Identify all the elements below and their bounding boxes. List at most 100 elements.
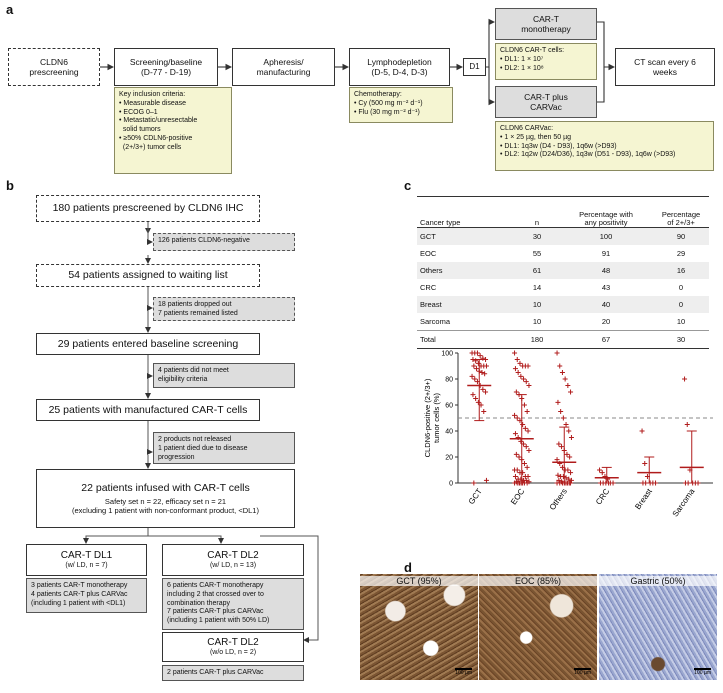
data-point [568, 477, 574, 483]
data-point [568, 389, 574, 395]
x-tick-label: Others [548, 487, 569, 512]
data-point [560, 415, 566, 421]
cell: 30 [515, 227, 559, 245]
data-point [473, 396, 479, 401]
ihc-label: EOC (85%) [479, 576, 597, 586]
data-point [474, 350, 480, 356]
data-point [554, 457, 560, 463]
data-point [682, 376, 688, 382]
data-point [566, 428, 572, 434]
data-point [475, 360, 481, 366]
x-tick-label: CRC [594, 487, 611, 507]
consort-note-not-released: 2 products not released 1 patient died d… [153, 432, 295, 464]
data-point [526, 448, 532, 453]
cell: CRC [420, 283, 437, 292]
car-t-cells-note: CLDN6 CAR-T cells: • DL1: 1 × 10⁷ • DL2:… [495, 43, 597, 80]
chemo-item: • Flu (30 mg m⁻² d⁻¹) [354, 108, 420, 116]
data-point [516, 454, 522, 460]
data-point [554, 350, 560, 356]
prescreening-box: CLDN6 prescreening [8, 48, 100, 86]
ihc-image-gct: GCT (95%) 100 µm [360, 574, 478, 680]
cell: 91 [601, 249, 611, 258]
data-point [562, 376, 568, 382]
cell: 43 [601, 283, 611, 292]
car-t-monotherapy-box: CAR-T monotherapy [495, 8, 597, 40]
data-point [525, 474, 531, 479]
dl2-title: CAR-T DL2 [207, 549, 259, 561]
carvac-note: CLDN6 CARVac: • 1 × 25 µg, then 50 µg • … [495, 121, 714, 171]
table-header: Percentage of 2+/3+ [653, 196, 709, 228]
y-axis-label: tumor cells (%) [432, 392, 441, 443]
data-point [564, 451, 570, 457]
cell: 67 [559, 330, 653, 349]
lymphodepletion-box: Lymphodepletion (D-5, D-4, D-3) [349, 48, 450, 86]
data-point [684, 422, 690, 427]
consort-step-infused: 22 patients infused with CAR-T cells Saf… [36, 469, 295, 528]
data-point [472, 376, 478, 382]
panel-label-b: b [6, 178, 14, 193]
cell: 100 [559, 227, 653, 245]
data-point [523, 477, 529, 483]
dl2-box: CAR-T DL2 (w/ LD, n = 13) [162, 544, 304, 576]
data-point [483, 477, 489, 483]
data-point [522, 425, 528, 431]
data-point [475, 399, 481, 405]
carvac-title: CLDN6 CARVac: [500, 125, 554, 132]
data-point [471, 363, 477, 369]
cell: 30 [653, 330, 709, 349]
cell: Total [417, 330, 515, 349]
data-point [523, 444, 529, 450]
dl2b-subtitle: (w/o LD, n = 2) [209, 648, 257, 656]
x-tick-label: EOC [509, 487, 526, 507]
cell: Breast [417, 296, 515, 313]
cell: 10 [515, 296, 559, 313]
data-point [558, 409, 564, 414]
data-point [514, 415, 520, 421]
cells-item: • DL2: 1 × 10⁸ [500, 64, 544, 72]
dl2-subtitle: (w/ LD, n = 13) [209, 561, 257, 569]
data-point [521, 461, 527, 466]
infused-subtitle: Safety set n = 22, efficacy set n = 21 (… [72, 496, 259, 515]
panel-label-a: a [6, 2, 14, 17]
data-point [480, 386, 486, 392]
cells-title: CLDN6 CAR-T cells: [500, 47, 565, 54]
chemo-title: Chemotherapy: [354, 91, 402, 98]
data-point [479, 370, 485, 375]
cell: GCT [417, 227, 515, 245]
scale-bar: 100 µm [455, 668, 472, 676]
dl1-note: 3 patients CAR-T monotherapy 4 patients … [26, 578, 147, 613]
data-point [565, 383, 571, 388]
data-point [513, 389, 519, 395]
dl2-note: 6 patients CAR-T monotherapy including 2… [162, 578, 304, 630]
data-point [642, 461, 648, 466]
panel-label-d: d [404, 560, 412, 575]
cell: 55 [532, 249, 542, 258]
data-point [520, 470, 526, 476]
data-point [565, 467, 571, 473]
data-point [477, 353, 483, 359]
dl1-box: CAR-T DL1 (w/ LD, n = 7) [26, 544, 147, 576]
data-point [599, 470, 605, 476]
apheresis-box: Apheresis/ manufacturing [232, 48, 335, 86]
cell: 20 [601, 317, 611, 326]
data-point [523, 379, 529, 385]
data-point [521, 376, 527, 382]
data-point [517, 360, 523, 366]
data-point [568, 470, 574, 476]
cancer-type-table: Cancer type n Percentage with any positi… [417, 196, 709, 349]
d1-box: D1 [463, 58, 486, 76]
data-point [555, 399, 561, 405]
scale-bar: 100 µm [694, 668, 711, 676]
data-point [513, 451, 519, 457]
data-point [512, 431, 518, 437]
inclusion-title: Key inclusion criteria: [119, 91, 186, 98]
consort-step-prescreened: 180 patients prescreened by CLDN6 IHC [36, 195, 260, 222]
inclusion-item: • ≥50% CDLN6-positive (2+/3+) tumor cell… [119, 134, 193, 151]
ihc-label: GCT (95%) [360, 576, 478, 586]
